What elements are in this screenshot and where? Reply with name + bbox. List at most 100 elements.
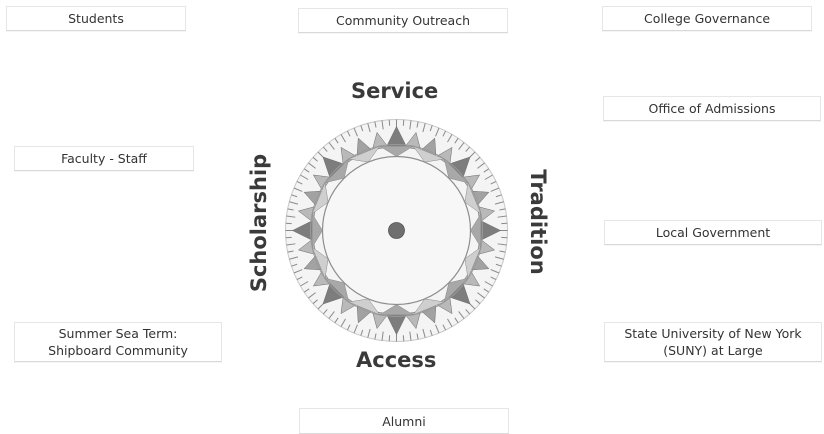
compass-tick bbox=[322, 309, 328, 315]
compass-tick bbox=[483, 288, 490, 293]
compass-tick bbox=[374, 121, 377, 128]
compass-tick bbox=[340, 318, 346, 327]
compass-band-wedge bbox=[412, 145, 446, 163]
compass-tick bbox=[340, 134, 346, 143]
stakeholder-community-outreach[interactable]: Community Outreach bbox=[298, 8, 508, 33]
compass-tick bbox=[367, 328, 371, 338]
compass-band-wedge bbox=[324, 158, 350, 184]
compass-tick bbox=[287, 250, 294, 253]
compass-band-wedge bbox=[347, 145, 381, 163]
compass-tick bbox=[289, 201, 299, 205]
compass-tick bbox=[490, 276, 497, 281]
office-of-admissions-label: Office of Admissions bbox=[648, 101, 776, 116]
summer-sea-term-line2: Shipboard Community bbox=[48, 343, 188, 358]
compass-point bbox=[312, 174, 332, 192]
stakeholder-suny[interactable]: State University of New York (SUNY) at L… bbox=[604, 322, 822, 362]
compass-point bbox=[435, 146, 453, 166]
compass-tick bbox=[328, 142, 335, 150]
compass-tick bbox=[322, 146, 328, 152]
compass-rose-icon bbox=[285, 119, 508, 342]
compass-tick bbox=[409, 120, 412, 130]
compass-band-wedge bbox=[311, 212, 323, 249]
compass-tick bbox=[429, 329, 433, 336]
college-governance-label: College Governance bbox=[643, 11, 771, 26]
summer-sea-term-line1: Summer Sea Term: bbox=[58, 326, 178, 341]
compass-tick bbox=[289, 256, 299, 260]
compass-tick bbox=[422, 123, 426, 133]
compass-tick bbox=[353, 127, 358, 137]
compass-tick bbox=[334, 317, 339, 324]
compass-tick bbox=[409, 331, 412, 341]
stakeholder-alumni[interactable]: Alumni bbox=[299, 408, 509, 434]
compass-tick bbox=[497, 215, 507, 218]
compass-band-wedge bbox=[470, 212, 482, 249]
suny-line2: (SUNY) at Large bbox=[663, 343, 763, 358]
compass-tick bbox=[442, 130, 447, 137]
compass-tick bbox=[303, 168, 310, 173]
stakeholder-faculty-staff[interactable]: Faculty - Staff bbox=[14, 146, 194, 171]
stakeholder-local-government[interactable]: Local Government bbox=[604, 220, 822, 245]
compass-band-wedge bbox=[443, 277, 469, 303]
community-outreach-label: Community Outreach bbox=[336, 13, 470, 28]
compass-tick bbox=[374, 333, 377, 340]
compass-tick bbox=[312, 299, 318, 305]
compass-tick bbox=[346, 324, 351, 331]
compass-tick bbox=[475, 299, 481, 305]
compass-tick bbox=[367, 123, 371, 133]
compass-tick bbox=[442, 324, 447, 331]
students-label: Students bbox=[68, 11, 124, 26]
summer-sea-term-text: Summer Sea Term: Shipboard Community bbox=[48, 325, 188, 359]
compass-tick bbox=[495, 263, 502, 267]
compass-tick bbox=[495, 194, 502, 198]
stakeholder-summer-sea-term[interactable]: Summer Sea Term: Shipboard Community bbox=[14, 322, 222, 362]
compass-tick bbox=[465, 146, 471, 152]
compass-band-wedge bbox=[311, 246, 329, 280]
stakeholder-students[interactable]: Students bbox=[6, 6, 186, 31]
compass-tick bbox=[494, 201, 504, 205]
compass-band-wedge bbox=[324, 277, 350, 303]
compass-tick bbox=[360, 329, 364, 336]
stakeholder-college-governance[interactable]: College Governance bbox=[602, 6, 812, 31]
compass-tick bbox=[499, 250, 506, 253]
compass-tick bbox=[308, 162, 316, 169]
compass-tick bbox=[360, 125, 364, 132]
compass-tick bbox=[447, 134, 453, 143]
compass-tick bbox=[286, 243, 296, 246]
compass-tick bbox=[477, 162, 485, 169]
compass-point bbox=[461, 269, 481, 287]
compass-band-wedge bbox=[464, 246, 482, 280]
value-service: Service bbox=[351, 79, 439, 103]
compass-tick bbox=[303, 288, 310, 293]
compass-tick bbox=[429, 125, 433, 132]
compass-tick bbox=[293, 187, 303, 192]
compass-tick bbox=[293, 269, 303, 274]
compass-tick bbox=[416, 333, 419, 340]
compass-tick bbox=[291, 263, 298, 267]
compass-band-outer bbox=[310, 144, 483, 317]
compass-tick bbox=[328, 311, 335, 319]
compass-tick bbox=[346, 130, 351, 137]
compass-tick bbox=[490, 269, 500, 274]
compass-band-wedge bbox=[311, 181, 329, 215]
compass-center-dot bbox=[388, 222, 405, 239]
compass-tick bbox=[286, 215, 296, 218]
suny-line1: State University of New York bbox=[624, 326, 802, 341]
local-government-label: Local Government bbox=[655, 225, 771, 240]
compass-tick bbox=[416, 121, 419, 128]
compass-tick bbox=[308, 292, 316, 299]
compass-tick bbox=[458, 142, 465, 150]
compass-tick bbox=[490, 187, 500, 192]
compass-point bbox=[461, 174, 481, 192]
compass-band-wedge bbox=[378, 304, 415, 316]
compass-tick bbox=[291, 194, 298, 198]
value-access: Access bbox=[356, 348, 437, 372]
stakeholder-office-of-admissions[interactable]: Office of Admissions bbox=[603, 96, 821, 121]
compass-band-wedge bbox=[443, 158, 469, 184]
compass-tick bbox=[484, 174, 493, 180]
compass-tick bbox=[494, 256, 504, 260]
compass-tick bbox=[454, 137, 459, 144]
compass-tick bbox=[296, 180, 303, 185]
compass-tick bbox=[435, 127, 440, 137]
compass-tick bbox=[381, 120, 384, 130]
compass-tick bbox=[300, 174, 309, 180]
